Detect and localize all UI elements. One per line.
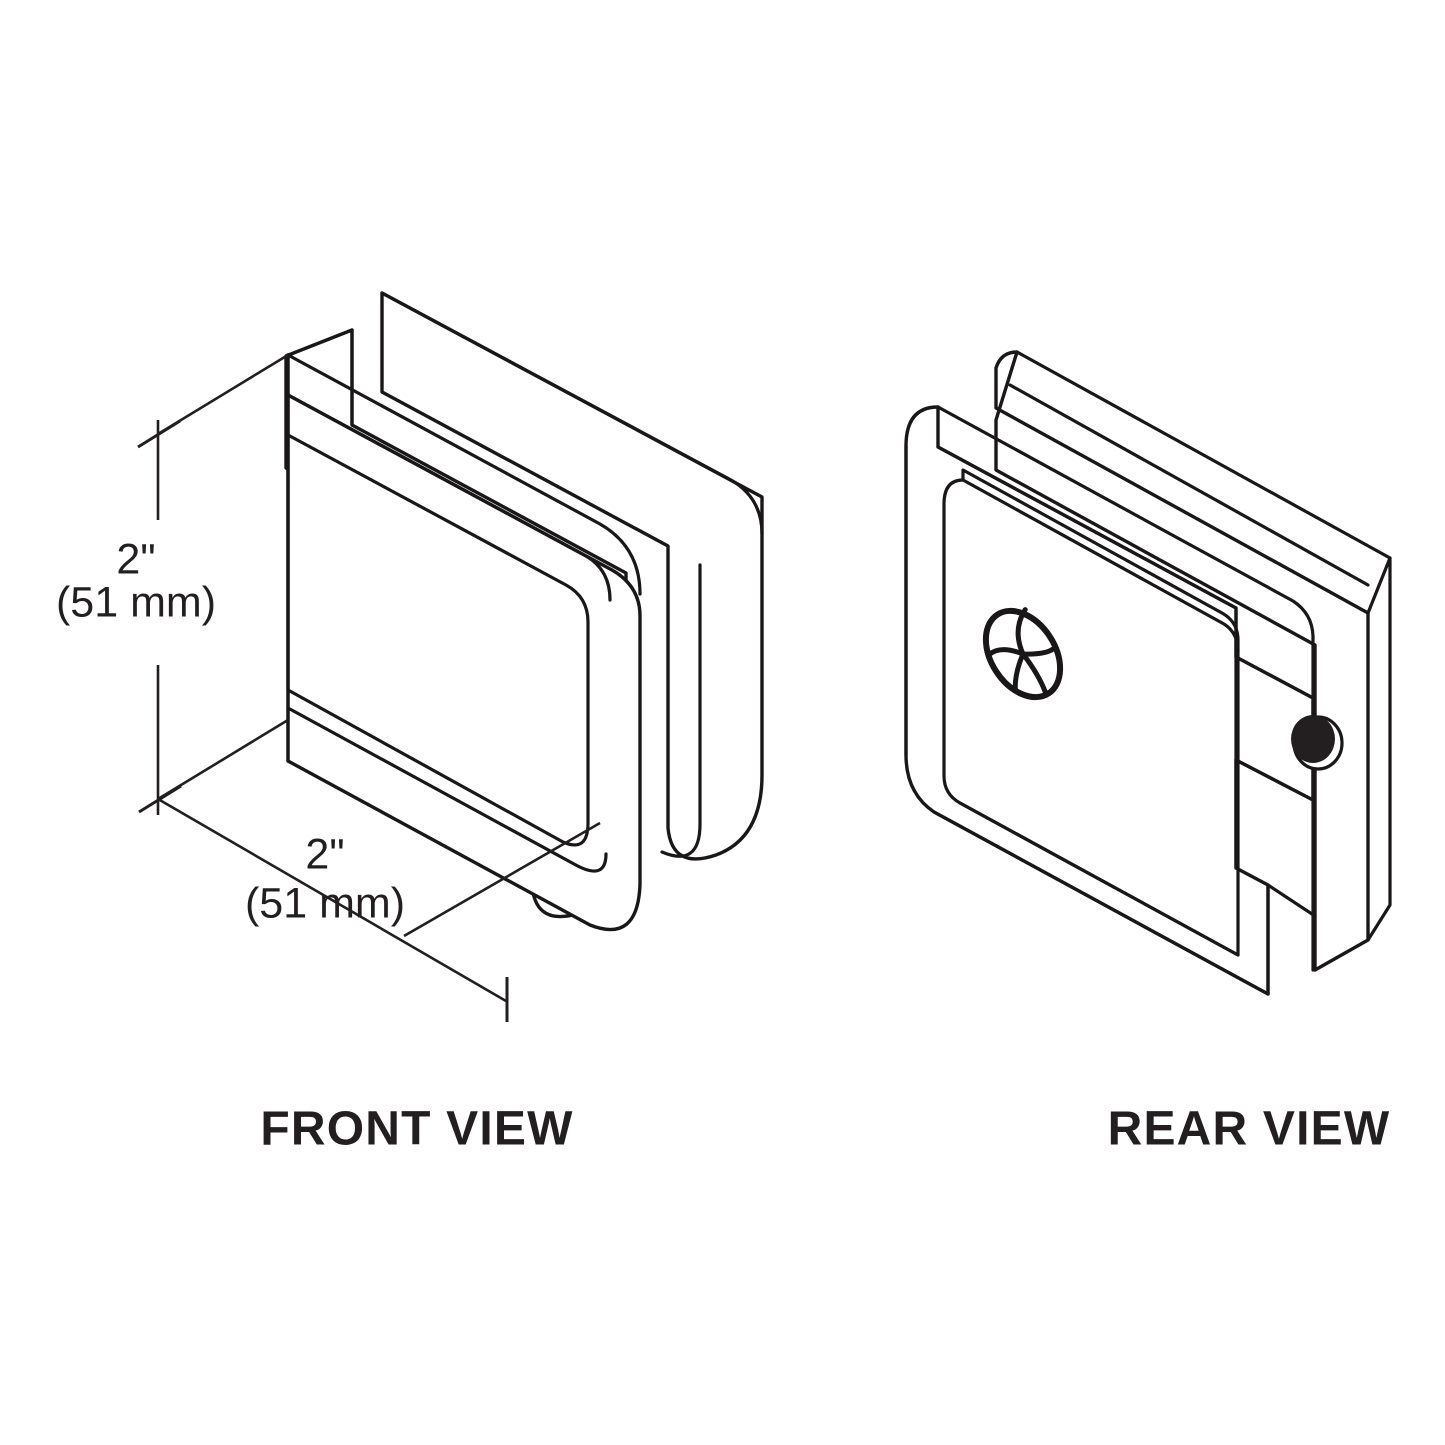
rear-inner-recess-panel — [942, 468, 1240, 957]
height-dim-metric: (51 mm) — [56, 578, 216, 626]
screw-wing-1 — [1015, 607, 1028, 657]
screw-wing-2 — [986, 647, 1026, 658]
front-view-label: FRONT VIEW — [260, 1103, 573, 1156]
rear-channel-notch-lower — [1234, 758, 1315, 802]
screw-wing-5 — [1012, 651, 1026, 693]
rear-inner-recess-top-edge — [961, 478, 1240, 653]
rear-far-leaf-outline — [994, 350, 1370, 972]
rear-plate-bottom-bevel-inner — [958, 801, 1240, 957]
rear-view-drawing — [904, 350, 1392, 996]
height-dim-imperial: 2" — [116, 535, 155, 583]
front-plate-top-bevel-inner — [286, 393, 612, 602]
front-view-dimensions: 2" (51 mm) 2" (51 mm) — [56, 353, 601, 1022]
depth-dim-extension-right — [403, 821, 601, 938]
height-dim-lower-extension — [157, 718, 289, 801]
front-plate-bottom-bevel — [286, 706, 608, 873]
depth-dim-line-left — [157, 797, 507, 1003]
front-rear-leaf-top-band — [380, 291, 764, 536]
front-rear-leaf-side-edge — [660, 563, 702, 858]
depth-dim-metric: (51 mm) — [245, 879, 405, 927]
screw-wing-3 — [1020, 651, 1048, 695]
screw-wing-4 — [1020, 645, 1058, 657]
set-screw-hole-icon — [1291, 715, 1344, 771]
tri-wing-screw-icon — [982, 607, 1064, 701]
rear-view-label: REAR VIEW — [1108, 1103, 1391, 1156]
rear-plate-bottom-bevel — [932, 810, 1270, 996]
front-rear-leaf-outline — [380, 291, 764, 861]
front-plate-inner-face — [286, 398, 590, 847]
front-view-drawing — [284, 291, 764, 932]
front-plate-top-bevel — [286, 353, 642, 596]
rear-far-leaf-right-edge — [1366, 556, 1392, 615]
height-dim-top-tick — [137, 419, 181, 449]
rear-far-leaf-top-band-second — [1008, 383, 1370, 587]
rear-plate-top-bevel-outer — [936, 405, 1315, 640]
depth-dim-imperial: 2" — [305, 830, 344, 878]
rear-far-leaf-top-band — [1015, 350, 1392, 942]
front-main-plate-outline — [286, 353, 642, 932]
rear-channel-notch-upper — [1234, 655, 1315, 700]
rear-plate-top-bevel-inner — [936, 445, 1238, 610]
rear-channel-tongue-bottom-bevel — [1266, 883, 1317, 918]
